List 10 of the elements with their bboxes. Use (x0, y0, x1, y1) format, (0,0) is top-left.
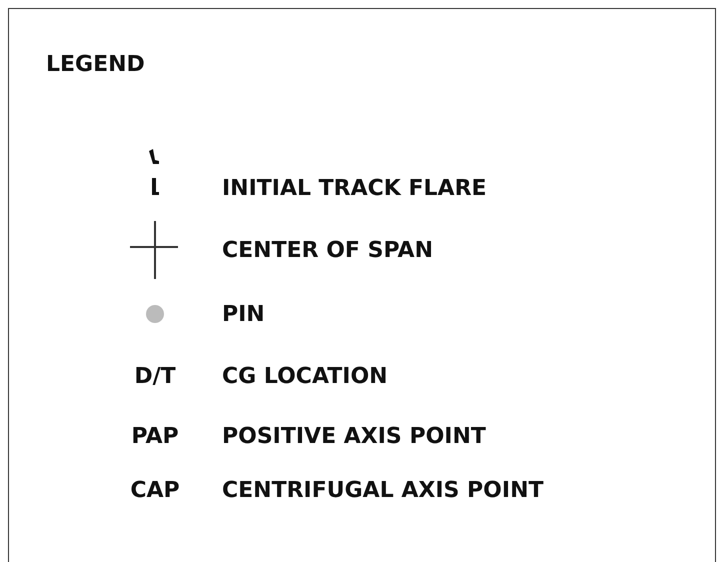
legend-text: POSITIVE AXIS POINT (222, 424, 486, 448)
legend-text: CG LOCATION (222, 364, 388, 388)
legend-text: CENTER OF SPAN (222, 238, 433, 262)
legend-text: PIN (222, 302, 265, 326)
legend-symbol: PAP (131, 424, 179, 448)
legend-text: CENTRIFUGAL AXIS POINT (222, 478, 544, 502)
legend-symbol: D/T (134, 364, 176, 388)
legend-text: INITIAL TRACK FLARE (222, 176, 487, 200)
legend-title: LEGEND (46, 52, 145, 77)
legend-symbol: CAP (130, 478, 180, 502)
